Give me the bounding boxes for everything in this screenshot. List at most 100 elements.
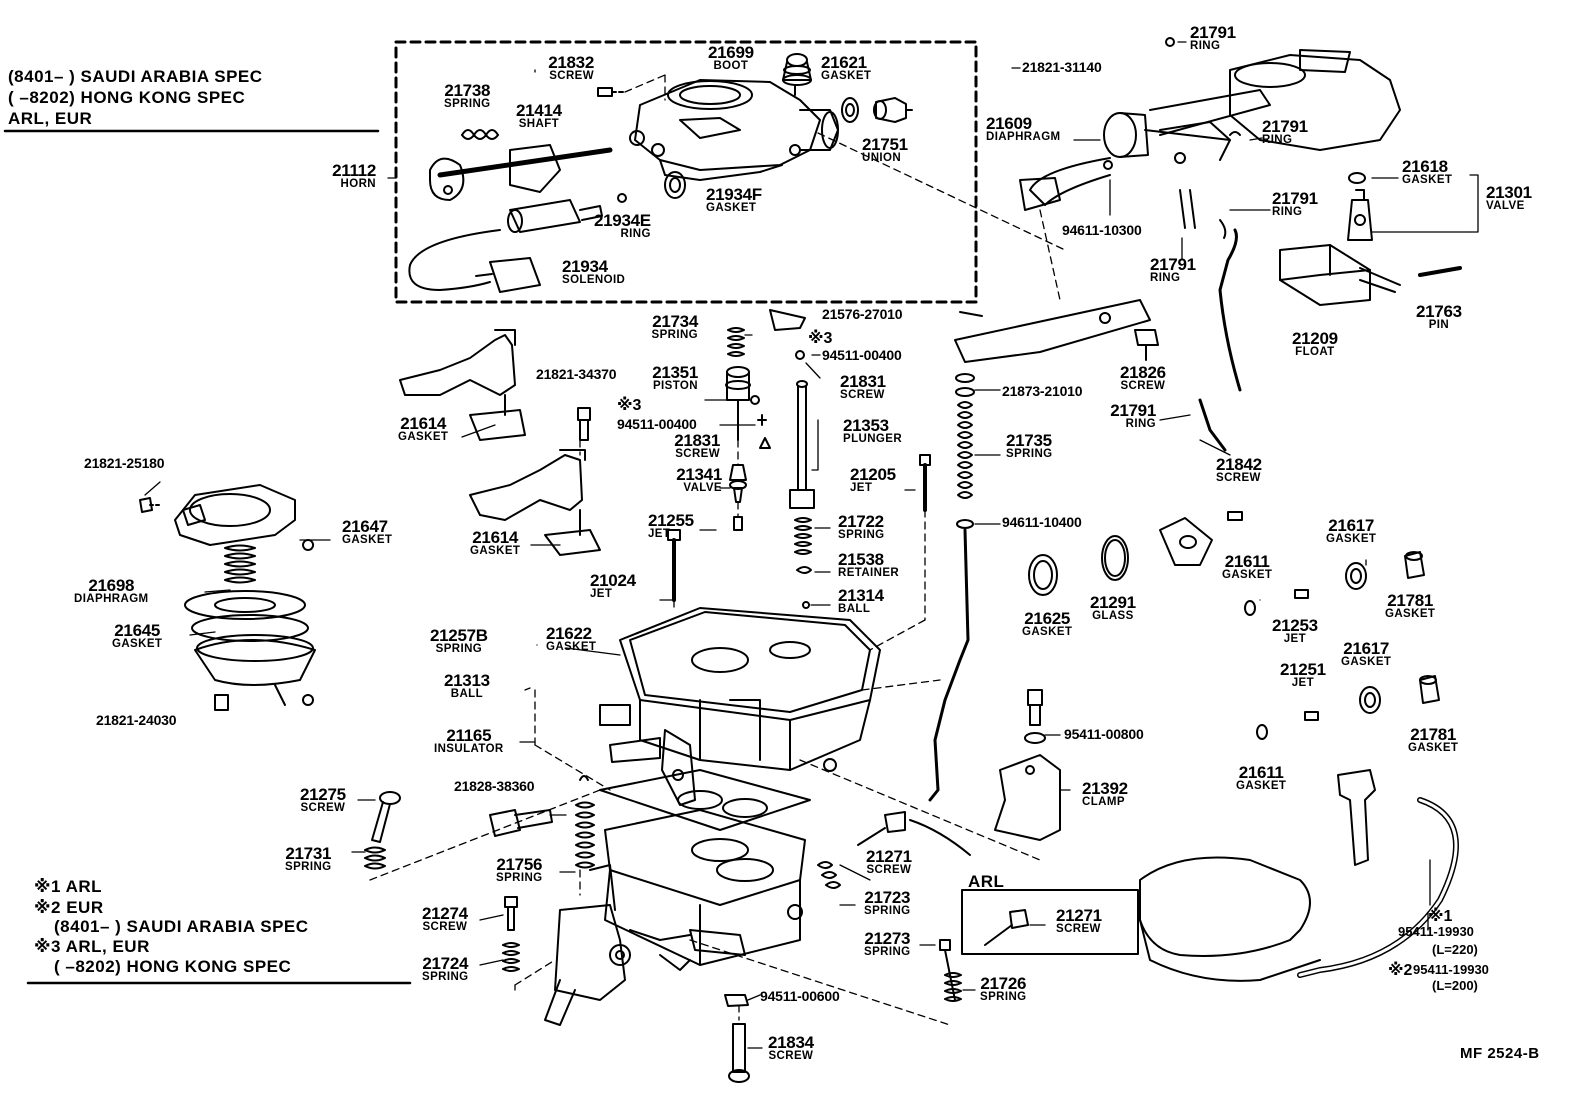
spring-21734: [727, 327, 745, 357]
note-hongkong-spec: ( –8202) HONG KONG SPEC: [8, 88, 246, 107]
footnote-1: ※1 ARL: [34, 877, 103, 896]
part-number: 21821-24030: [96, 712, 177, 728]
note-saudi-spec: (8401– ) SAUDI ARABIA SPEC: [8, 67, 263, 86]
clamp-21392: [994, 689, 1061, 841]
part-number: 94611-10400: [1002, 514, 1082, 530]
footnote-2-spec: (8401– ) SAUDI ARABIA SPEC: [54, 917, 309, 936]
air-cleaner-outline: [1139, 856, 1321, 982]
throttle-linkage: [544, 864, 691, 1026]
arl-inset-box: [961, 889, 1139, 955]
gasket-21621: [841, 97, 859, 123]
valve-21301: [1347, 189, 1373, 241]
part-number: 21821-34370: [536, 366, 617, 382]
part-number: 94611-10300: [1062, 222, 1142, 238]
diaphragm-21609: [1029, 112, 1231, 206]
footnote-2: ※2 EUR: [34, 898, 104, 917]
hose-len-2: (L=200): [1432, 978, 1478, 993]
part-number: 94511-00600: [760, 988, 840, 1004]
hose-pn-2: 95411-19930: [1413, 962, 1489, 977]
spring-21735: [955, 373, 975, 529]
insulator-and-base: [599, 769, 811, 966]
pump-lever-lower: [469, 449, 601, 556]
spring-pump: [224, 544, 256, 584]
union-21751: [873, 97, 913, 123]
solenoid: [408, 193, 627, 293]
footnote-3: ※3 ARL, EUR: [34, 937, 150, 956]
part-number: 95411-00800: [1064, 726, 1144, 742]
plunger-21353: [789, 380, 815, 509]
hose-len-1: (L=220): [1432, 942, 1478, 957]
part-number: 94511-00400: [617, 416, 697, 432]
valve-21341: [729, 464, 747, 503]
boot: [782, 53, 812, 96]
part-number: 21576-27010: [822, 306, 903, 322]
marker-3-b: ※3: [617, 397, 642, 414]
hose-pn-1: 95411-19930: [1398, 924, 1474, 939]
gasket-21625: [1028, 554, 1058, 596]
air-horn-assembly-right: [1149, 49, 1401, 161]
hose-mark-2: ※2: [1388, 962, 1413, 979]
cover-plate: [1159, 517, 1213, 566]
part-number: 21828-38360: [454, 778, 535, 794]
inset-title: ARL: [968, 872, 1005, 891]
hose-mark-1: ※1: [1428, 908, 1453, 925]
group-box: [394, 40, 978, 304]
carburetor-top-body: [629, 79, 839, 181]
spring-21722: [794, 517, 812, 555]
footnote-3-spec: ( –8202) HONG KONG SPEC: [54, 957, 292, 976]
marker-3-a: ※3: [808, 330, 833, 347]
part-number: 21873-21010: [1002, 383, 1083, 399]
